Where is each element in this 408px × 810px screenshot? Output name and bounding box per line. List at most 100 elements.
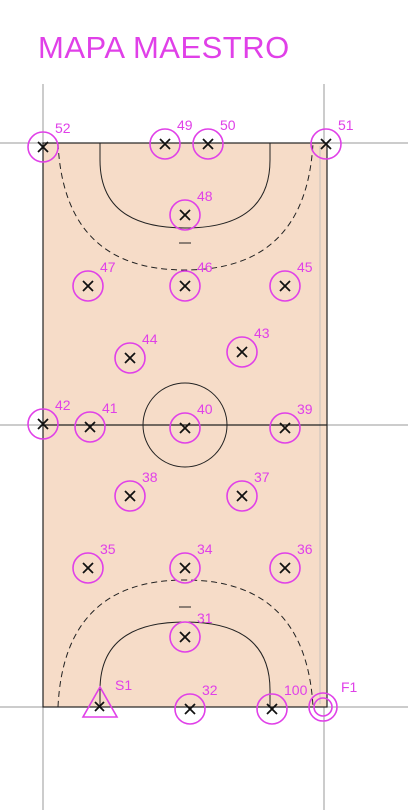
point-circle (174, 693, 206, 725)
point-label: 49 (177, 117, 193, 133)
cross-icon (184, 703, 196, 715)
point-label: 39 (297, 401, 313, 417)
point-label: 37 (254, 469, 270, 485)
point-circle (27, 408, 59, 440)
cross-icon (236, 490, 248, 502)
point-circle (74, 411, 106, 443)
point-circle (72, 552, 104, 584)
point-label: 51 (338, 117, 354, 133)
point-circle (149, 128, 181, 160)
point-label: 45 (297, 259, 313, 275)
map-title: MAPA MAESTRO (38, 30, 290, 65)
control-point-44[interactable]: 44 (114, 331, 158, 374)
point-circle (114, 480, 146, 512)
point-label: 34 (197, 541, 213, 557)
control-point-31[interactable]: 31 (169, 610, 213, 653)
cross-icon (179, 422, 191, 434)
cross-icon (179, 631, 191, 643)
control-point-45[interactable]: 45 (269, 259, 313, 302)
cross-icon (202, 138, 214, 150)
control-point-38[interactable]: 38 (114, 469, 158, 512)
control-point-47[interactable]: 47 (72, 259, 116, 302)
control-points: 52 49 50 51 48 47 46 45 44 43 42 41 40 39 38 37 35 34 36 31… (27, 117, 354, 725)
station-label: S1 (115, 677, 132, 693)
point-circle (27, 131, 59, 163)
point-circle (226, 480, 258, 512)
point-circle (269, 412, 301, 444)
point-label: 52 (55, 120, 71, 136)
point-label: 38 (142, 469, 158, 485)
control-point-37[interactable]: 37 (226, 469, 270, 512)
point-label: 100 (284, 682, 308, 698)
point-label: 43 (254, 325, 270, 341)
point-label: 50 (220, 117, 236, 133)
control-point-36[interactable]: 36 (269, 541, 313, 584)
control-point-34[interactable]: 34 (169, 541, 213, 584)
cross-icon (179, 280, 191, 292)
triangle-station-icon (81, 685, 119, 718)
cross-icon (124, 352, 136, 364)
cross-icon (236, 346, 248, 358)
control-point-51[interactable]: 51 (310, 117, 354, 160)
point-circle (72, 270, 104, 302)
cross-icon (279, 422, 291, 434)
double-circle-inner (313, 697, 333, 717)
top-area-dashed (57, 142, 314, 271)
control-point-32[interactable]: 32 (174, 682, 218, 725)
cross-icon (84, 421, 96, 433)
cross-icon (279, 562, 291, 574)
cross-icon (279, 280, 291, 292)
point-circle (114, 342, 146, 374)
top-area-solid (99, 143, 271, 229)
fixed-point-f1[interactable]: F1 (308, 679, 358, 722)
point-circle (169, 199, 201, 231)
station-s1[interactable]: S1 (81, 677, 132, 718)
point-label: 41 (102, 400, 118, 416)
control-point-48[interactable]: 48 (169, 188, 213, 231)
cross-icon (179, 562, 191, 574)
point-circle (169, 412, 201, 444)
double-circle-icon (308, 692, 338, 722)
point-circle (269, 270, 301, 302)
point-label: 48 (197, 188, 213, 204)
center-circle (142, 382, 228, 468)
bottom-area-dashed (57, 579, 314, 708)
control-point-35[interactable]: 35 (72, 541, 116, 584)
point-label: 47 (100, 259, 116, 275)
point-circle (269, 552, 301, 584)
point-label: 40 (197, 401, 213, 417)
control-point-43[interactable]: 43 (226, 325, 270, 368)
point-circle (169, 621, 201, 653)
control-point-46[interactable]: 46 (169, 259, 213, 302)
control-point-50[interactable]: 50 (192, 117, 236, 160)
point-label: 36 (297, 541, 313, 557)
control-point-40[interactable]: 40 (169, 401, 213, 444)
point-label: 31 (197, 610, 213, 626)
point-label: 35 (100, 541, 116, 557)
control-point-42[interactable]: 42 (27, 397, 71, 440)
point-label: 46 (197, 259, 213, 275)
cross-icon (37, 141, 49, 153)
point-circle (169, 270, 201, 302)
control-point-52[interactable]: 52 (27, 120, 71, 163)
point-circle (310, 128, 342, 160)
cross-icon (82, 280, 94, 292)
fixed-point-label: F1 (341, 679, 358, 695)
point-circle (169, 552, 201, 584)
point-label: 32 (202, 682, 218, 698)
control-point-100[interactable]: 100 (256, 682, 308, 725)
cross-icon (124, 490, 136, 502)
control-point-49[interactable]: 49 (149, 117, 193, 160)
cross-icon (320, 138, 332, 150)
cross-icon (179, 209, 191, 221)
point-label: 42 (55, 397, 71, 413)
cross-icon (82, 562, 94, 574)
point-circle (226, 336, 258, 368)
station-cross (94, 701, 105, 712)
control-point-41[interactable]: 41 (74, 400, 118, 443)
point-circle (256, 693, 288, 725)
control-point-39[interactable]: 39 (269, 401, 313, 444)
point-label: 44 (142, 331, 158, 347)
cross-icon (159, 138, 171, 150)
